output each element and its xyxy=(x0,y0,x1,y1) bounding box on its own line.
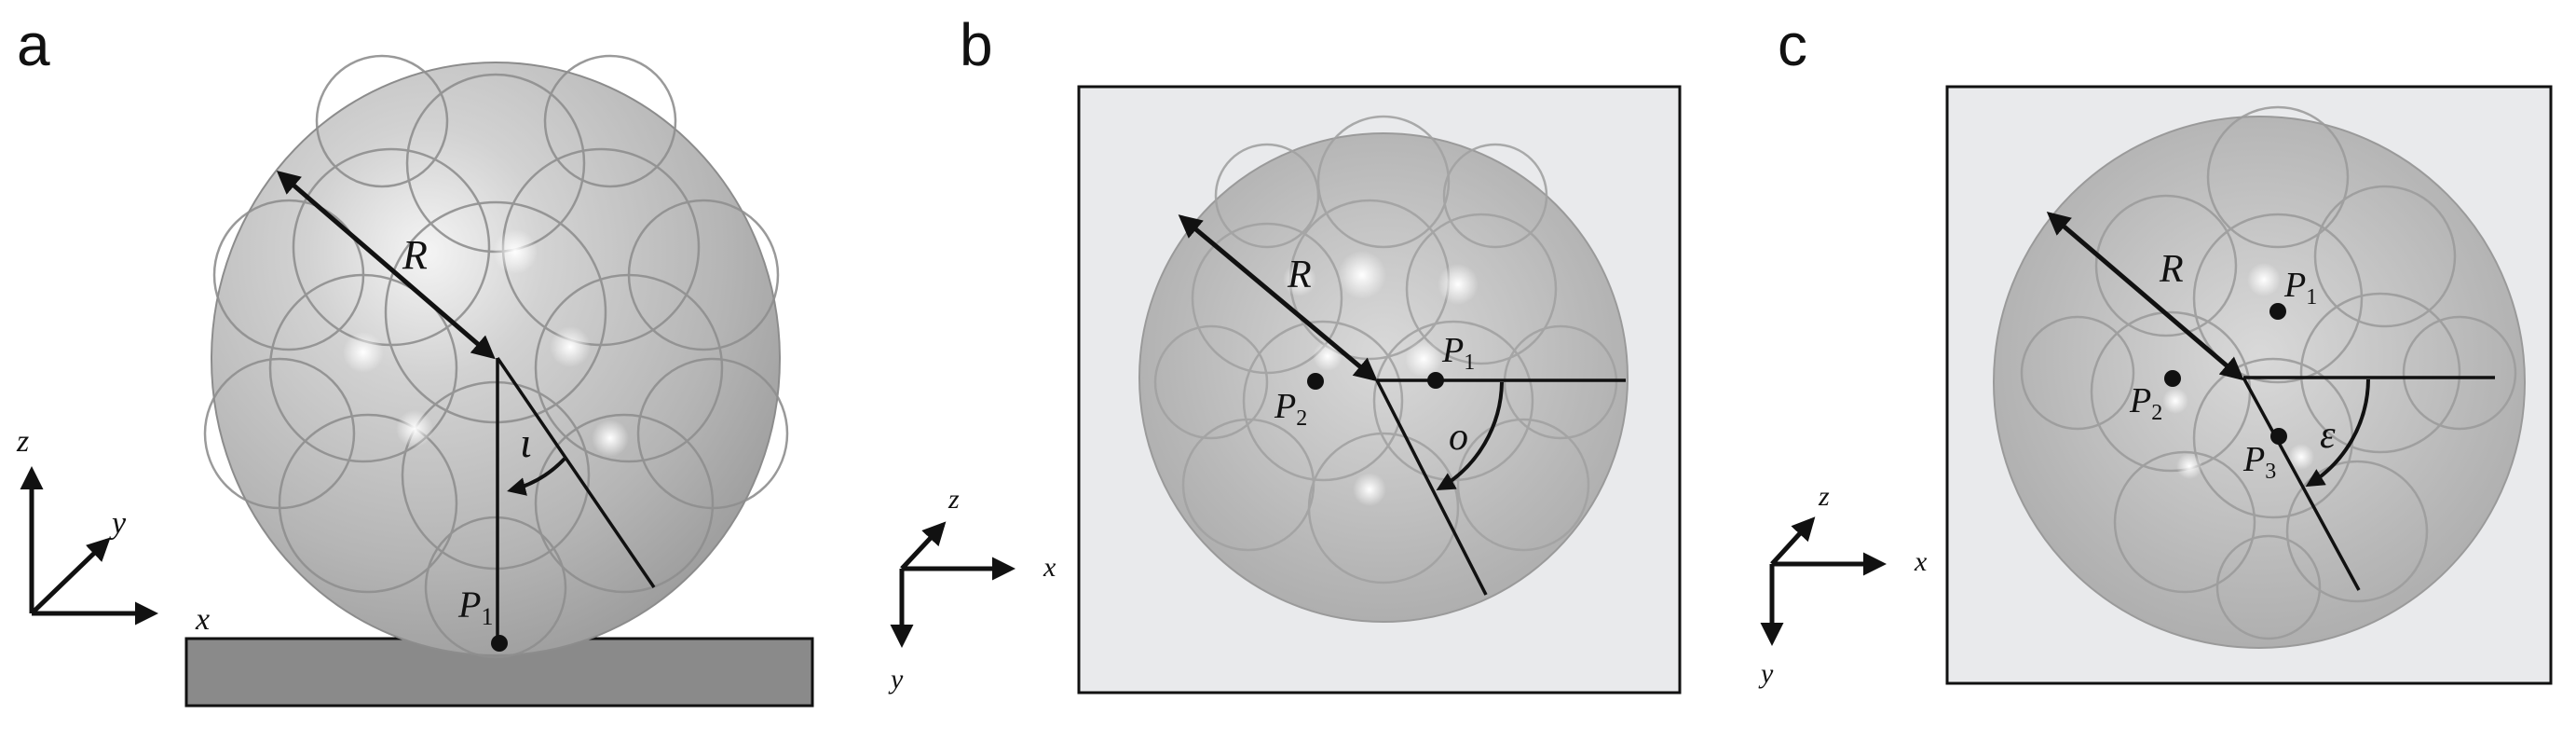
angle-label-c: ε xyxy=(2320,414,2336,457)
angle-arc-a xyxy=(507,457,566,496)
point-p3-c xyxy=(2270,428,2287,445)
axis-label-x-a: x xyxy=(195,602,210,637)
angle-arc-c xyxy=(2305,378,2370,488)
radius-arrow-b xyxy=(1178,214,1378,382)
rotation-line-c xyxy=(2242,377,2361,591)
panel-b: b xyxy=(888,11,1682,695)
tilt-line-a xyxy=(496,357,656,588)
coordinate-axes-a xyxy=(20,466,158,626)
angle-arc-b xyxy=(1436,381,1504,491)
radius-arrow-a xyxy=(276,170,496,360)
point-p2-b xyxy=(1307,373,1324,390)
axis-label-z-c: z xyxy=(1818,481,1830,512)
point-p1-c xyxy=(2269,303,2286,320)
point-label-p3-c: P3 xyxy=(2242,440,2276,484)
point-p1-b xyxy=(1427,372,1444,389)
rotation-line-b xyxy=(1375,379,1488,596)
radius-label-a: R xyxy=(402,232,428,278)
angle-label-a: ι xyxy=(520,419,532,466)
radius-label-c: R xyxy=(2159,248,2184,291)
panel-c: c xyxy=(1758,11,2553,689)
point-label-p2-b: P2 xyxy=(1274,387,1307,431)
panel-b-letter: b xyxy=(960,11,993,78)
axis-label-z-a: z xyxy=(16,424,29,459)
axis-label-x-b: x xyxy=(1043,552,1056,583)
point-p1-a xyxy=(491,635,508,652)
axis-label-x-c: x xyxy=(1914,546,1928,577)
point-label-p2-c: P2 xyxy=(2129,381,2162,425)
panel-a: a xyxy=(16,11,814,708)
axis-label-y-a: y xyxy=(109,506,127,541)
point-label-p1-c: P1 xyxy=(2283,266,2317,309)
panel-a-letter: a xyxy=(17,11,50,78)
axis-label-y-b: y xyxy=(888,664,904,695)
point-p2-c xyxy=(2164,370,2181,387)
radius-arrow-c xyxy=(2046,212,2244,381)
panel-c-letter: c xyxy=(1778,11,1807,78)
radius-label-b: R xyxy=(1287,254,1312,296)
coordinate-axes-c xyxy=(1760,516,1887,646)
axis-label-y-c: y xyxy=(1758,658,1774,689)
coordinate-axes-b xyxy=(890,521,1015,648)
point-label-p1-a: P1 xyxy=(457,584,493,630)
axis-label-z-b: z xyxy=(947,484,960,515)
angle-label-b: o xyxy=(1449,416,1468,459)
point-label-p1-b: P1 xyxy=(1441,331,1475,375)
